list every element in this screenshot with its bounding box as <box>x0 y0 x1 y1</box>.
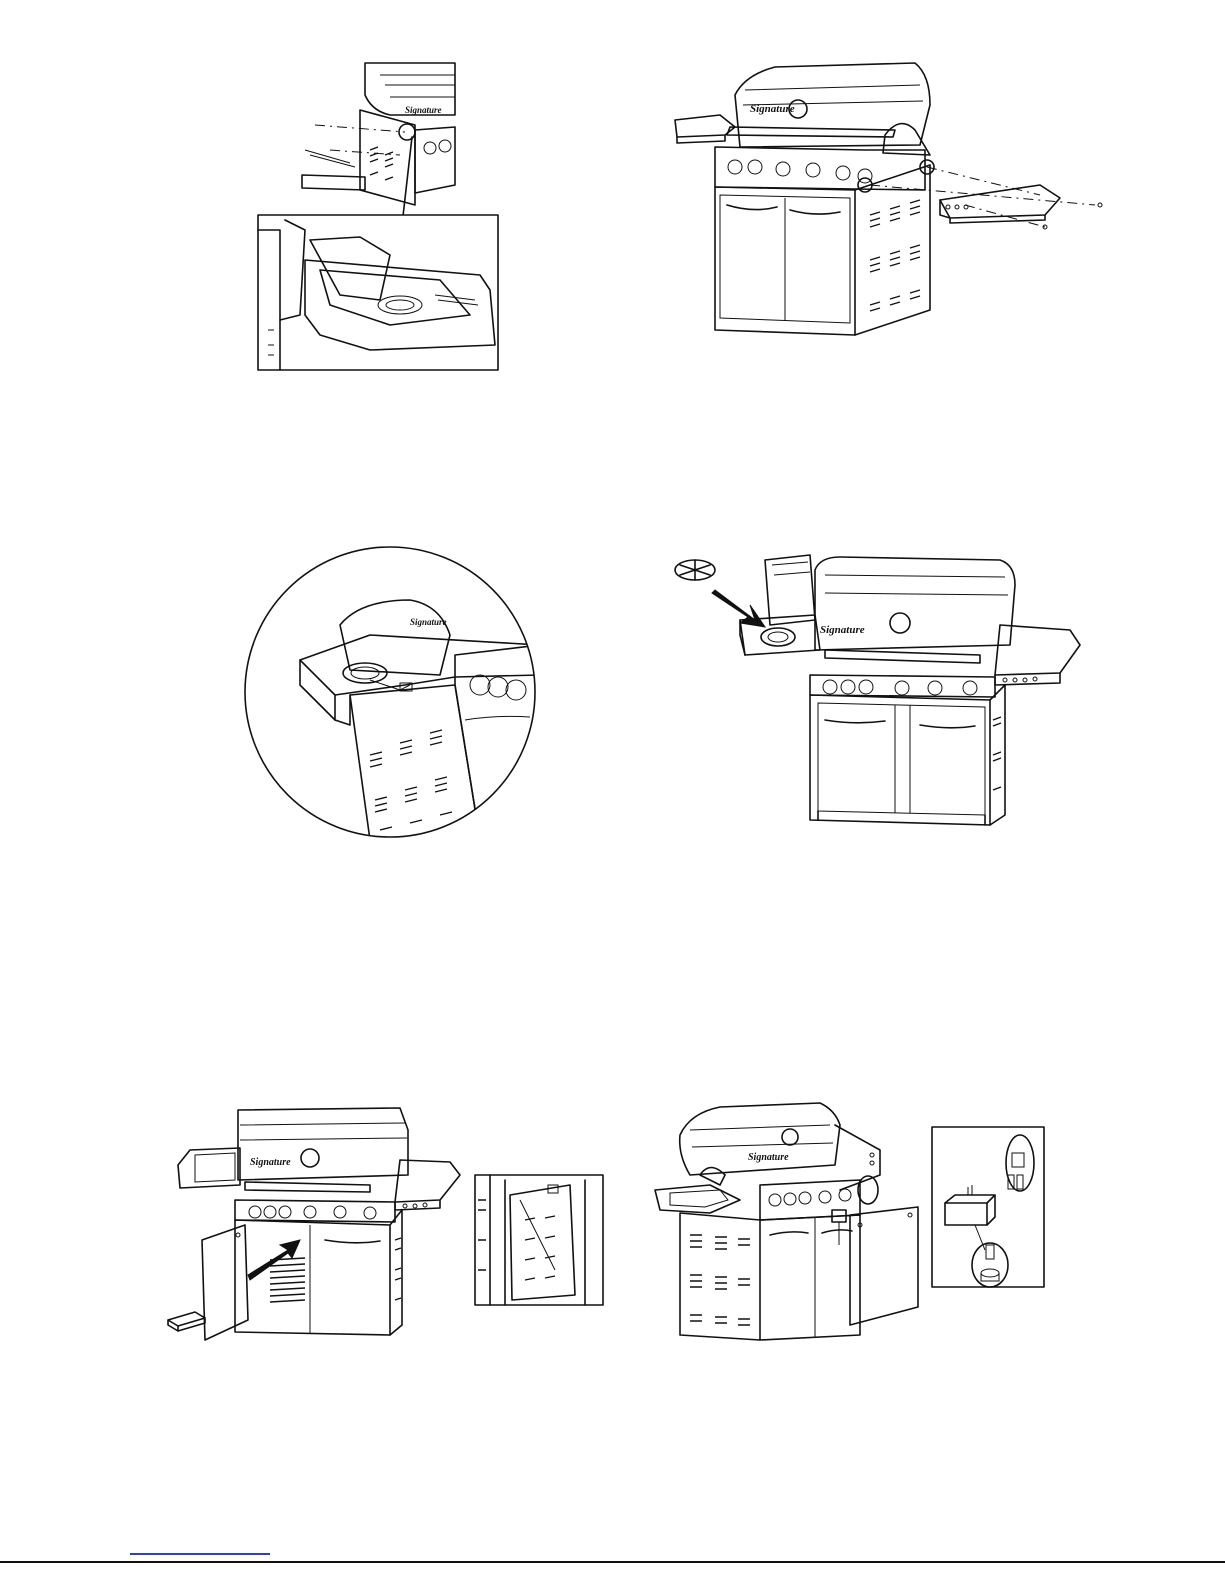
grill-illustration: Signature <box>160 1100 610 1345</box>
brand-logo: Signature <box>750 103 795 115</box>
screw-icon <box>1098 203 1102 207</box>
detail-inset <box>475 1175 603 1305</box>
grill-illustration: Signature <box>240 55 510 375</box>
figure-burner-grate-placement: Signature <box>670 545 1090 835</box>
figure-igniter-battery-install: Signature <box>650 1095 1050 1355</box>
side-shelf <box>940 185 1060 218</box>
open-door <box>202 1225 248 1340</box>
lid-handle <box>727 127 895 137</box>
grill-illustration: Signature <box>670 545 1090 835</box>
footer-link-underline[interactable] <box>130 1553 270 1555</box>
lid-handle <box>825 650 980 663</box>
brand-logo: Signature <box>820 624 865 636</box>
figure-side-shelf-burner-insert: Signature <box>240 55 510 375</box>
figure-side-burner-closeup: Signature <box>240 545 540 840</box>
grill-illustration: Signature <box>665 55 1115 350</box>
brand-logo: Signature <box>250 1157 291 1168</box>
detail-inset <box>932 1127 1044 1287</box>
arrow-icon <box>712 590 765 627</box>
magnifier-circle-icon: Signature <box>240 545 540 840</box>
arrow-icon <box>248 1240 300 1280</box>
brand-logo: Signature <box>410 617 447 627</box>
burner-icon <box>343 663 387 683</box>
brand-logo: Signature <box>748 1152 789 1163</box>
lid-handle <box>245 1182 370 1192</box>
grill-illustration: Signature <box>650 1095 1050 1355</box>
brand-logo: Signature <box>405 105 442 115</box>
figure-right-side-shelf-attach: Signature <box>665 55 1115 350</box>
grate-icon <box>675 560 715 580</box>
footer-rule <box>0 1561 1225 1563</box>
figure-grease-tray-insert: Signature <box>160 1100 610 1345</box>
